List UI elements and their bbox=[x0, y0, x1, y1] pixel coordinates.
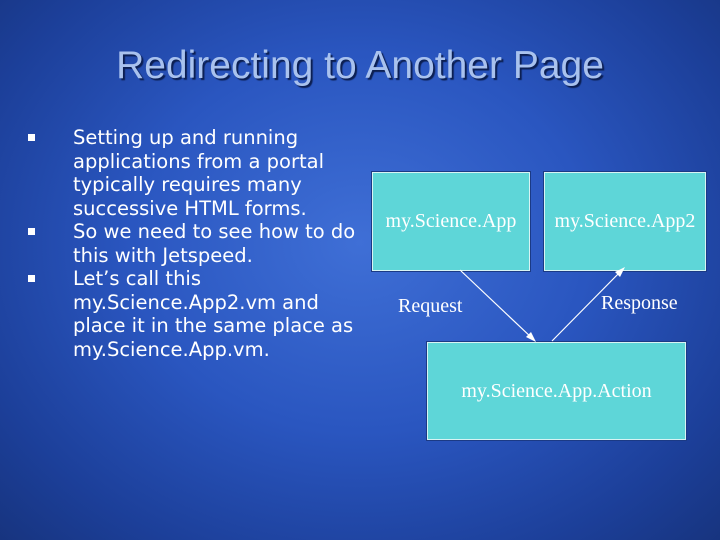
node-label: my.Science.App2 bbox=[554, 210, 696, 232]
node-label: my.Science.App bbox=[385, 210, 517, 232]
request-arrowhead-icon bbox=[526, 332, 536, 342]
bullet-item: So we need to see how to do this with Je… bbox=[28, 220, 358, 267]
square-bullet-icon bbox=[28, 134, 35, 141]
square-bullet-icon bbox=[28, 275, 35, 282]
bullet-text: So we need to see how to do this with Je… bbox=[73, 220, 356, 267]
node-my-science-app-action: my.Science.App.Action bbox=[427, 342, 686, 440]
bullet-text: Let’s call this my.Science.App2.vm and p… bbox=[73, 267, 354, 361]
response-arrow bbox=[551, 269, 623, 342]
request-label: Request bbox=[398, 295, 463, 317]
bullet-item: Let’s call this my.Science.App2.vm and p… bbox=[28, 267, 358, 361]
slide-title: Redirecting to Another Page bbox=[116, 44, 604, 87]
square-bullet-icon bbox=[28, 228, 35, 235]
bullet-list: Setting up and running applications from… bbox=[28, 126, 358, 361]
response-arrowhead-icon bbox=[615, 267, 625, 277]
bullet-text: Setting up and running applications from… bbox=[73, 126, 324, 220]
node-my-science-app: my.Science.App bbox=[372, 172, 530, 271]
response-label: Response bbox=[601, 292, 678, 314]
node-my-science-app2: my.Science.App2 bbox=[544, 172, 706, 271]
bullet-item: Setting up and running applications from… bbox=[28, 126, 358, 220]
node-label: my.Science.App.Action bbox=[461, 379, 652, 402]
request-arrow bbox=[459, 269, 534, 340]
